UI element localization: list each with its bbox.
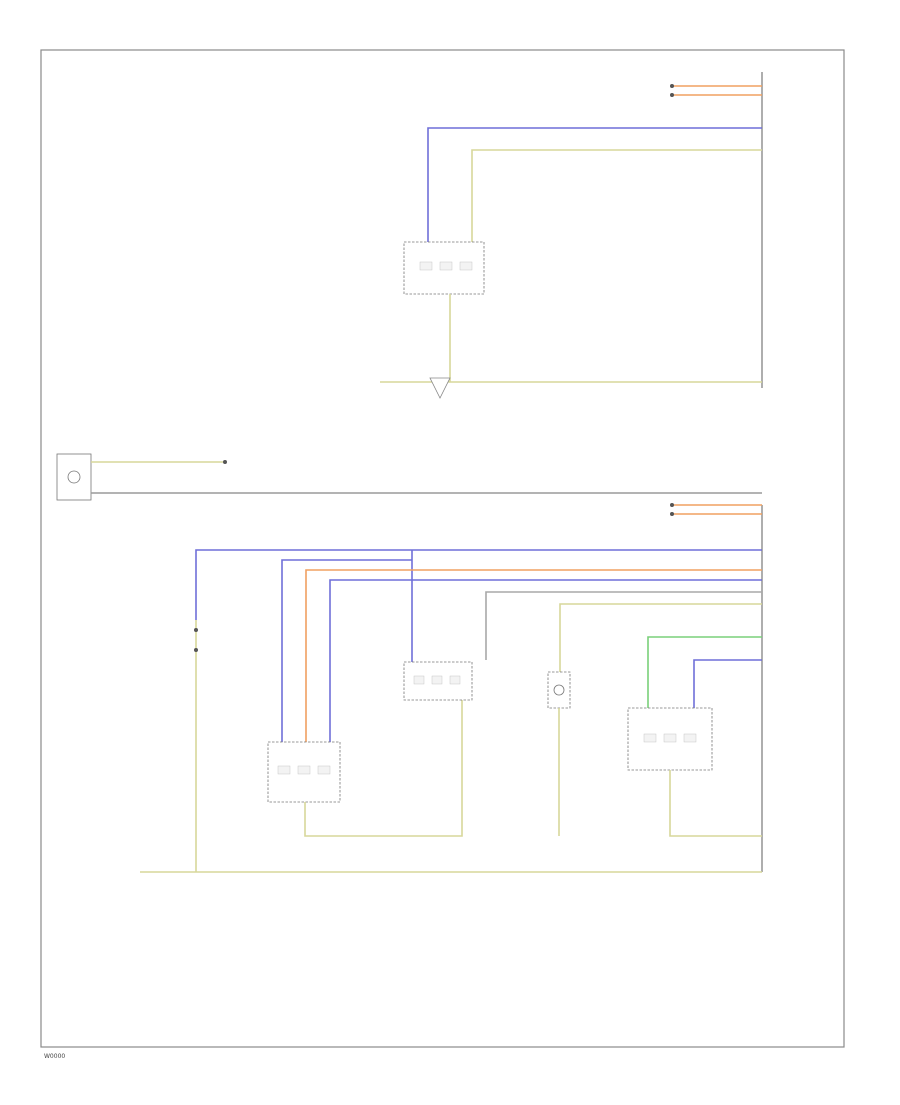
- switch-contact: [449, 675, 461, 685]
- wire-violet-to-climate: [281, 559, 412, 742]
- wire-grey-to-switch: [485, 591, 762, 660]
- switch-contact: [419, 261, 433, 271]
- wire-yellow-to-sensor: [559, 603, 762, 672]
- wire-yellow-climate-return: [304, 700, 463, 837]
- sensor-icon: [553, 684, 565, 696]
- module-contact: [643, 733, 657, 743]
- module-contact: [317, 765, 331, 775]
- wire-violet-2-to-climate: [329, 579, 762, 742]
- module-contact: [663, 733, 677, 743]
- module-contact: [683, 733, 697, 743]
- diagram-frame: [40, 49, 845, 1048]
- connector-symbol: [429, 377, 451, 399]
- lower-circuit: [140, 503, 763, 873]
- splice-dot: [670, 503, 674, 507]
- page-code: W0000: [44, 1053, 65, 1060]
- wire-violet-top: [427, 127, 762, 242]
- upper-circuit: [380, 72, 763, 399]
- wire-violet-long: [195, 549, 762, 620]
- wire-yellow-top: [471, 149, 762, 242]
- splice-dot: [670, 512, 674, 516]
- splice-dot: [670, 93, 674, 97]
- wire-violet-to-rear: [693, 659, 762, 708]
- wire-orange-to-climate: [305, 569, 762, 742]
- sensor-icon: [67, 470, 81, 484]
- wire-yellow-rear-return: [669, 770, 762, 837]
- switch-contact: [431, 675, 443, 685]
- switch-contact: [439, 261, 453, 271]
- module-contact: [297, 765, 311, 775]
- junction-dot: [194, 628, 198, 632]
- switch-contact: [459, 261, 473, 271]
- splice-dot: [223, 460, 227, 464]
- junction-dot: [194, 648, 198, 652]
- switch-contact: [413, 675, 425, 685]
- wire-green-to-rear: [647, 636, 762, 708]
- sensor-section: [56, 453, 762, 501]
- module-contact: [277, 765, 291, 775]
- splice-dot: [670, 84, 674, 88]
